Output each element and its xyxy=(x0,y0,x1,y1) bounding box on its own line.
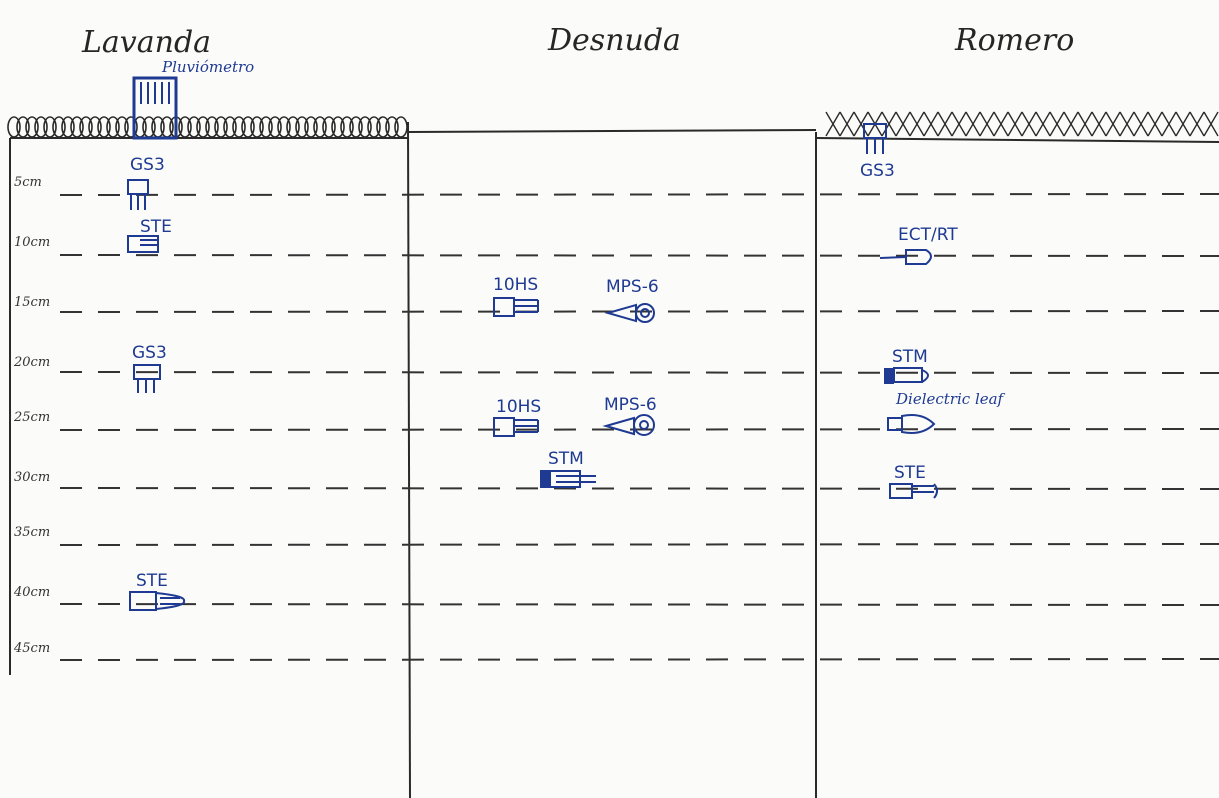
cross-mark xyxy=(910,112,924,136)
sensor-gs3-20cm: GS3 xyxy=(132,343,167,393)
cross-mark xyxy=(826,112,840,136)
sensor-label: STM xyxy=(548,449,584,469)
sensor-label: ECT/RT xyxy=(898,225,958,245)
depth-line xyxy=(60,255,1219,256)
sensor-label: GS3 xyxy=(132,343,167,363)
cross-mark xyxy=(1008,112,1022,136)
sensor-label: MPS-6 xyxy=(604,395,657,415)
sensor-label: STM xyxy=(892,347,928,367)
depth-line xyxy=(60,429,1219,430)
plant-loop xyxy=(395,117,407,137)
cross-mark xyxy=(896,112,910,136)
depth-line xyxy=(60,488,1219,489)
sensor-label: STE xyxy=(136,571,168,591)
depth-line xyxy=(60,194,1219,195)
cross-mark xyxy=(1036,112,1050,136)
depth-label-25: 25cm xyxy=(13,410,50,425)
lavanda-plant-cover xyxy=(8,117,407,137)
depth-line xyxy=(60,604,1219,605)
sensor-mps6-15cm: MPS-6 xyxy=(606,277,659,322)
depth-label-35: 35cm xyxy=(14,525,50,540)
sensor-label: 10HS xyxy=(496,397,541,417)
sensor-label: STE xyxy=(140,217,172,237)
column-title-romero: Romero xyxy=(954,23,1074,58)
cross-mark xyxy=(1106,112,1120,136)
column-title-desnuda: Desnuda xyxy=(547,23,681,58)
sensor-ect-rt-10cm: ECT/RT xyxy=(880,225,958,264)
sensor-ste-10cm: STE xyxy=(128,217,172,252)
cross-mark xyxy=(1120,112,1134,136)
cross-mark xyxy=(924,112,938,136)
cross-mark xyxy=(966,112,980,136)
depth-line xyxy=(60,659,1219,660)
cross-mark xyxy=(994,112,1008,136)
depth-label-15: 15cm xyxy=(14,295,50,310)
cross-mark xyxy=(840,112,854,136)
depth-line xyxy=(60,544,1219,545)
surface-desnuda xyxy=(408,130,816,132)
cross-mark xyxy=(1022,112,1036,136)
divider-lavanda-desnuda xyxy=(408,122,410,798)
cross-mark xyxy=(1092,112,1106,136)
depth-label-30: 30cm xyxy=(14,470,50,485)
sensor-ste-30cm-romero: STE xyxy=(890,463,937,498)
cross-mark xyxy=(952,112,966,136)
column-title-lavanda: Lavanda xyxy=(81,25,211,60)
pluviometer-label: Pluviómetro xyxy=(161,58,254,76)
depth-label-45: 45cm xyxy=(13,641,50,656)
sensor-dielectric-leaf: Dielectric leaf xyxy=(888,390,1006,433)
cross-mark xyxy=(1050,112,1064,136)
cross-mark xyxy=(1134,112,1148,136)
cross-mark xyxy=(1176,112,1190,136)
depth-line xyxy=(60,372,1219,373)
cross-mark xyxy=(1148,112,1162,136)
cross-mark xyxy=(1162,112,1176,136)
cross-mark xyxy=(1064,112,1078,136)
sensor-stm-20cm-romero: STM xyxy=(884,347,928,384)
sensor-label: Dielectric leaf xyxy=(895,390,1006,408)
cross-mark xyxy=(1190,112,1204,136)
sensor-label: STE xyxy=(894,463,926,483)
sensor-label: GS3 xyxy=(130,155,165,175)
depth-label-10: 10cm xyxy=(14,235,50,250)
cross-mark xyxy=(1078,112,1092,136)
depth-line xyxy=(60,311,1219,312)
sensor-10hs-15cm: 10HS xyxy=(493,275,538,316)
cross-mark xyxy=(938,112,952,136)
sensor-label: GS3 xyxy=(860,161,895,181)
sensor-label: 10HS xyxy=(493,275,538,295)
sensor-gs3-5cm: GS3 xyxy=(128,155,165,210)
cross-mark xyxy=(1204,112,1218,136)
sensor-stm-30cm: STM xyxy=(540,449,596,488)
depth-label-5: 5cm xyxy=(14,175,42,190)
depth-label-20: 20cm xyxy=(13,355,50,370)
depth-label-40: 40cm xyxy=(13,585,50,600)
cross-mark xyxy=(980,112,994,136)
sensor-label: MPS-6 xyxy=(606,277,659,297)
